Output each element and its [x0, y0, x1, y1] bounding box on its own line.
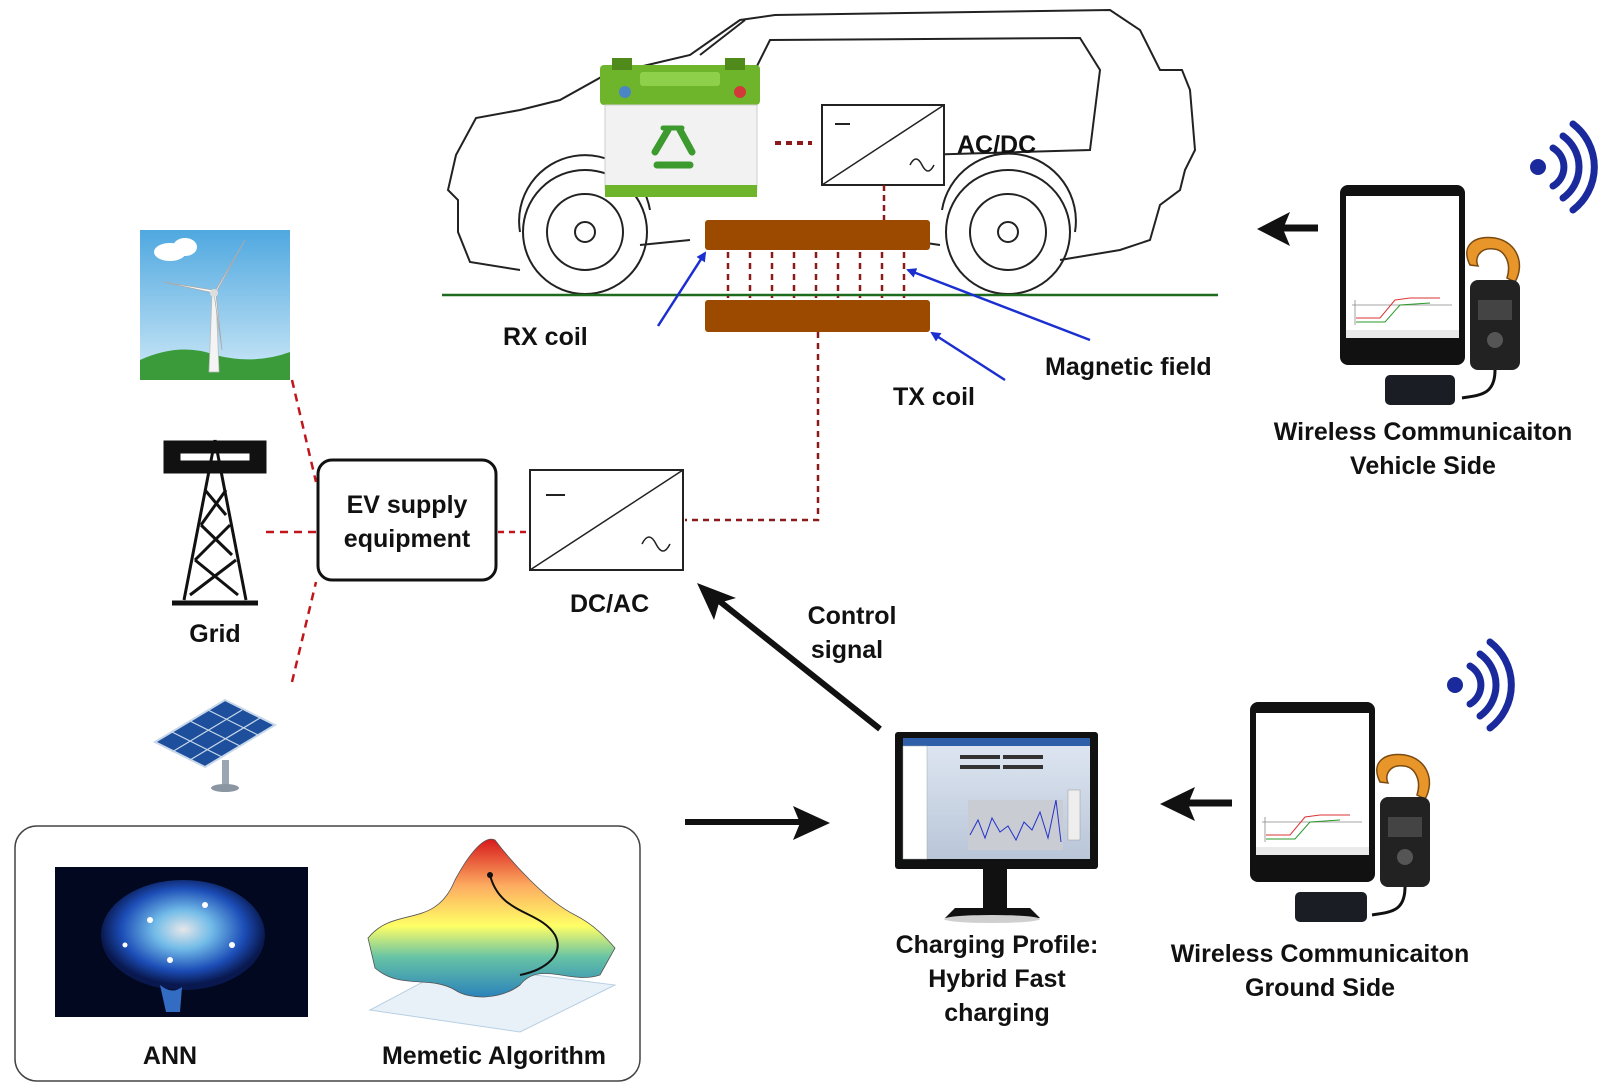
- wireless-ground-line1: Wireless Communicaiton: [1171, 940, 1469, 968]
- vehicle-wifi-signal-icon: [1530, 120, 1598, 214]
- dcac-label: DC/AC: [570, 590, 649, 618]
- acdc-label: AC/DC: [957, 131, 1036, 159]
- control-signal-line1: Control: [808, 602, 897, 630]
- charging-profile-line3: charging: [944, 999, 1050, 1027]
- grid-label: Grid: [189, 620, 240, 648]
- surface-plot-icon: [367, 838, 617, 1033]
- rx-coil-label: RX coil: [503, 323, 588, 351]
- ground-clamp-meter-icon: [1295, 753, 1431, 922]
- wireless-ground-line2: Ground Side: [1245, 974, 1395, 1002]
- tx-coil-label: TX coil: [893, 383, 975, 411]
- source-links: [266, 379, 318, 683]
- vehicle-clamp-meter-icon: [1385, 236, 1521, 405]
- panel-to-monitor-arrow: [685, 806, 830, 840]
- acdc-converter: [821, 104, 945, 186]
- ann-label: ANN: [143, 1042, 197, 1070]
- vehicle-tablet-icon: [1340, 185, 1465, 365]
- wireless-vehicle-line2: Vehicle Side: [1350, 452, 1496, 480]
- memetic-label: Memetic Algorithm: [382, 1042, 606, 1070]
- solar-panel-icon: [152, 698, 278, 792]
- ground-wifi-signal-icon: [1447, 638, 1515, 732]
- tx-dcac-link: [685, 332, 820, 522]
- recycle-icon: [651, 125, 696, 169]
- wind-turbine-icon: [140, 230, 290, 380]
- control-signal-arrow: [697, 583, 882, 732]
- dcac-converter: [529, 469, 684, 571]
- ground-tablet-icon: [1250, 702, 1375, 882]
- tx-coil: [705, 300, 930, 332]
- grid-tower-icon: [163, 439, 267, 606]
- wireless-vehicle-line1: Wireless Communicaiton: [1274, 418, 1572, 446]
- magnetic-field-label: Magnetic field: [1045, 353, 1212, 381]
- rx-coil-pointer: [656, 251, 707, 327]
- ev-supply-line1: EV supply: [347, 491, 468, 519]
- brain-icon: [55, 867, 308, 1017]
- magnetic-field-pointer: [906, 268, 1091, 342]
- charging-profile-line1: Charging Profile:: [896, 931, 1099, 959]
- tx-coil-pointer: [930, 331, 1006, 382]
- control-signal-line2: signal: [811, 636, 883, 664]
- monitor-icon: [895, 732, 1098, 923]
- ev-supply-line2: equipment: [344, 525, 471, 553]
- vehicle-wireless-arrow: [1257, 212, 1318, 246]
- magnetic-field-lines: [726, 252, 906, 298]
- charging-profile-line2: Hybrid Fast: [928, 965, 1066, 993]
- ground-wireless-arrow: [1160, 787, 1232, 821]
- battery-icon: [600, 58, 760, 197]
- rx-coil: [705, 220, 930, 250]
- ev-supply-box: [316, 458, 498, 582]
